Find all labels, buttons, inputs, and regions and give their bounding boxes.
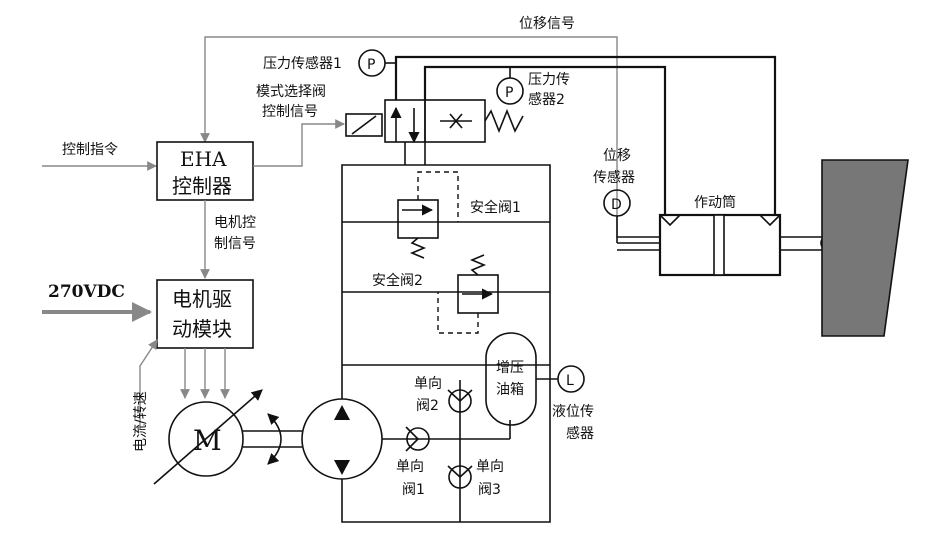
pressure-lines (385, 55, 777, 215)
safety-valve-1-label: 安全阀1 (470, 199, 521, 216)
safety-valve-1 (397, 171, 459, 259)
phase-arrows (180, 348, 230, 399)
pump-arrow-up (334, 405, 350, 420)
displacement-sensor-label-2: 传感器 (593, 169, 635, 186)
boost-tank (485, 332, 537, 426)
mode-valve-signal-line (253, 119, 345, 167)
level-sensor (557, 365, 585, 393)
pressure-sensor-1-symbol: P (367, 57, 375, 73)
displacement-signal-line (200, 36, 618, 238)
driver-label-1: 电机驱 (172, 287, 232, 311)
check-valve-3-label-1: 单向 (476, 459, 504, 475)
check-valve-1-label-2: 阀1 (402, 482, 425, 498)
eha-controller-label: 控制器 (172, 174, 232, 198)
boost-tank-label-2: 油箱 (496, 382, 524, 398)
eha-label: EHA (180, 147, 227, 171)
motor-ctrl-label-1: 电机控 (214, 215, 256, 231)
level-sensor-label-2: 感器 (566, 425, 594, 442)
check-valve-2-label-1: 单向 (414, 376, 442, 392)
check-valve-1-label-1: 单向 (396, 459, 424, 475)
mode-selector-valve (345, 99, 524, 144)
motor-variable-arrow (153, 389, 263, 485)
pressure-sensor-2 (496, 77, 524, 105)
pressure-sensor-2-label-2: 感器2 (528, 91, 565, 108)
safety-valve-2-label: 安全阀2 (372, 272, 423, 289)
pressure-sensor-2-label-1: 压力传 (528, 72, 570, 88)
hydraulic-circuit (341, 142, 551, 523)
check-valve-1 (405, 426, 430, 452)
mode-valve-label-1: 模式选择阀 (256, 84, 326, 100)
actuator-label: 作动筒 (694, 194, 736, 211)
mode-valve-label-2: 控制信号 (262, 104, 318, 120)
motor-pump-shaft (243, 413, 302, 465)
displacement-sensor-label-1: 位移 (603, 148, 631, 164)
displacement-signal-label: 位移信号 (519, 16, 575, 32)
safety-valve-2 (437, 254, 499, 334)
pressure-sensor-1-label: 压力传感器1 (263, 55, 342, 72)
pump-arrow-down (334, 460, 350, 475)
check-valve-2 (447, 389, 473, 413)
control-command-label: 控制指令 (62, 142, 118, 158)
actuator-cylinder (617, 213, 836, 277)
displacement-sensor-symbol: D (611, 197, 622, 213)
motor-circle (168, 401, 244, 477)
power-label: 270VDC (48, 282, 125, 302)
check-valve-3 (447, 465, 473, 489)
pressure-sensor-2-symbol: P (505, 85, 513, 101)
level-sensor-label-1: 液位传 (552, 404, 594, 420)
motor-ctrl-label-2: 制信号 (214, 236, 256, 252)
boost-tank-label-1: 增压 (496, 360, 524, 376)
check-valve-3-label-2: 阀3 (478, 482, 501, 498)
control-surface (821, 159, 909, 337)
current-speed-label: 电流/转速 (133, 391, 149, 452)
pressure-sensor-1 (358, 49, 386, 77)
check-valve-2-label-2: 阀2 (416, 398, 439, 414)
current-speed-feedback (139, 339, 158, 430)
driver-label-2: 动模块 (172, 317, 232, 341)
level-sensor-symbol: L (566, 373, 574, 389)
